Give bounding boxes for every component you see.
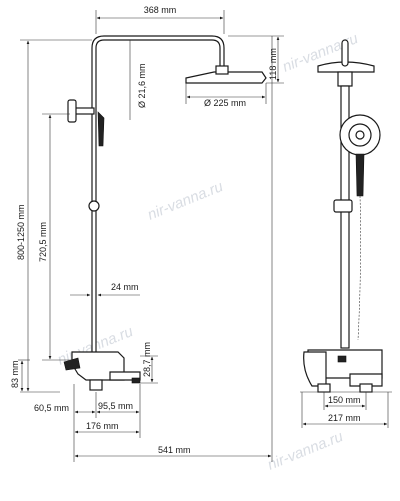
front-hand-shower-center	[355, 130, 365, 140]
diverter-knob	[67, 99, 77, 123]
front-hose	[357, 195, 361, 341]
front-mixer-width-label: 217 mm	[328, 413, 361, 423]
pipe-diameter-label: Ø 21,6 mm	[137, 63, 147, 108]
side-view: 368 mm Ø 21,6 mm 118 mm Ø 225 mm 800-125…	[10, 5, 284, 462]
wall-gap-label: 24 mm	[111, 282, 139, 292]
front-mixer-knob	[337, 355, 347, 363]
front-riser-pipe	[340, 85, 350, 349]
spout-length-label: 95,5 mm	[98, 401, 133, 411]
front-hand-shower-handle	[355, 153, 365, 197]
hand-shower	[97, 111, 105, 147]
head-height-label: 118 mm	[268, 48, 278, 80]
head-diameter-label: Ø 225 mm	[204, 98, 246, 108]
spout-outlet	[131, 377, 141, 384]
front-view: 150 mm 217 mm	[300, 39, 392, 428]
mixer-depth-label: 176 mm	[86, 421, 119, 431]
front-overhead-shower-head	[317, 61, 375, 73]
wall-inlet	[89, 379, 103, 391]
watermark: nir-vanna.ru	[265, 428, 346, 474]
diverter-stem	[73, 107, 95, 115]
watermark: nir-vanna.ru	[145, 178, 226, 224]
front-head-neck	[341, 39, 349, 67]
mixer-height-label: 83 mm	[10, 360, 20, 388]
spout-height-label: 28,7 mm	[142, 342, 152, 377]
front-inlet-span-label: 150 mm	[328, 395, 361, 405]
front-inlet-left	[317, 383, 331, 393]
height-range-label: 800-1250 mm	[16, 204, 26, 260]
front-inlet-right	[359, 383, 373, 393]
front-spout	[349, 373, 383, 387]
width-total-label: 368 mm	[144, 5, 177, 15]
riser-pipe	[91, 35, 225, 363]
total-depth-label: 541 mm	[158, 445, 191, 455]
height-fixed-label: 720,5 mm	[38, 222, 48, 262]
slider-holder	[88, 200, 100, 212]
front-slider	[333, 199, 353, 213]
mixer-lever	[63, 357, 81, 371]
inlet-offset-label: 60,5 mm	[34, 403, 69, 413]
shower-arm-joint	[215, 65, 229, 75]
front-head-connector	[337, 71, 353, 87]
front-mixer-lever	[303, 351, 327, 387]
